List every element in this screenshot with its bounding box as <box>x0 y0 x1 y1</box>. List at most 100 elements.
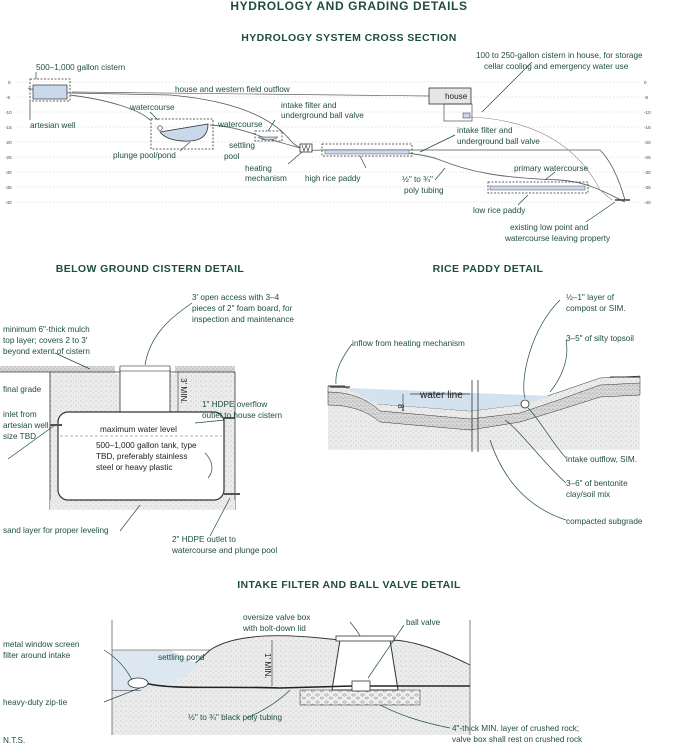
axis-tick-label: -20 <box>644 140 651 145</box>
house-cistern-label: cellar cooling and emergency water use <box>484 62 629 71</box>
rice-paddy-detail-title: RICE PADDY DETAIL <box>433 263 544 275</box>
house-label: house <box>445 92 468 101</box>
leader-line <box>287 151 303 165</box>
house-cellar <box>443 103 473 122</box>
heating-mechanism <box>299 143 313 153</box>
high-rice-paddy-box <box>321 143 413 157</box>
axis-tick-label: -5 <box>644 95 649 100</box>
axis-tick-label: -25 <box>5 155 12 160</box>
leader-line <box>367 624 405 679</box>
rice-paddy-detail: RICE PADDY DETAIL 8" water line inflow f… <box>327 263 643 526</box>
axis-tick-label: -15 <box>5 125 12 130</box>
leader-line <box>379 704 451 729</box>
access-label: 3' open access with 3–4 <box>192 293 280 302</box>
axis-tick-label: -5 <box>6 95 11 100</box>
outflow-label: intake outflow, SIM. <box>566 455 637 464</box>
leader-line <box>267 119 276 132</box>
dimension-label: 8" <box>396 404 405 412</box>
cross-section: HYDROLOGY SYSTEM CROSS SECTION 0 -5 -10 … <box>5 32 651 243</box>
leader-line <box>419 134 456 153</box>
final-grade-label: final grade <box>3 385 42 394</box>
watercourse-label: watercourse <box>217 120 263 129</box>
compost-label: ½–1" layer of <box>566 293 615 302</box>
poly-tubing <box>144 682 470 689</box>
inlet-label: artesian well, <box>3 421 51 430</box>
primary-watercourse-label: primary watercourse <box>514 164 589 173</box>
leader-line <box>481 61 533 113</box>
heating-mechanism-label: mechanism <box>245 174 287 183</box>
dimension-label: 3' MIN. <box>179 378 188 404</box>
subgrade-label: compacted subgrade <box>566 517 643 526</box>
dimension-label: 1' MIN. <box>263 653 272 679</box>
sand-layer <box>50 500 235 510</box>
axis-tick-label: -25 <box>644 155 651 160</box>
leader-line <box>246 689 291 719</box>
artesian-well-label: artesian well <box>30 121 76 130</box>
leader-line <box>517 194 529 206</box>
leader-line <box>489 439 567 521</box>
cistern-detail: BELOW GROUND CISTERN DETAIL 3' MIN. 3' o… <box>0 263 294 555</box>
intake-filter-label: intake filter and <box>281 101 337 110</box>
heating-mechanism-label: heating <box>245 164 272 173</box>
leader-line <box>544 171 556 181</box>
axis-tick-label: -40 <box>644 200 651 205</box>
compost-label: compost or SIM. <box>566 304 626 313</box>
crushed-rock-label: 4"-thick MIN. layer of crushed rock; <box>452 724 579 733</box>
leader-line <box>204 452 213 479</box>
watercourse-label: watercourse <box>129 103 175 112</box>
leader-line <box>434 167 446 181</box>
screen-filter <box>127 677 149 689</box>
mulch-label: beyond extent of cistern <box>3 347 90 356</box>
access-label: pieces of 2" foam board, for <box>192 304 293 313</box>
intake-detail: INTAKE FILTER AND BALL VALVE DETAIL 1' M… <box>3 579 583 744</box>
poly-tubing-label: poly tubing <box>404 186 444 195</box>
cistern <box>29 78 71 102</box>
nts-label: N.T.S. <box>3 736 25 745</box>
mulch-label: minimum 6"-thick mulch <box>3 325 90 334</box>
leader-line <box>144 302 193 366</box>
axis-tick-label: -10 <box>5 110 12 115</box>
crushed-rock-layer <box>299 689 421 706</box>
bentonite-label: 3–6" of bentonite <box>566 479 628 488</box>
leader-line <box>359 155 367 169</box>
axis-tick-label: -40 <box>5 200 12 205</box>
settling-pool-label: settling <box>229 141 255 150</box>
plunge-pool-marker <box>157 125 163 131</box>
axis-tick-label: -10 <box>644 110 651 115</box>
leader-line <box>335 343 353 385</box>
low-rice-paddy-label: low rice paddy <box>473 206 526 215</box>
settling-pool-box <box>254 130 283 142</box>
outlet-label: watercourse and plunge pool <box>171 546 277 555</box>
leader-line <box>54 352 91 370</box>
ball-valve-label: ball valve <box>406 618 441 627</box>
zip-tie-label: heavy-duty zip-tie <box>3 698 68 707</box>
cross-section-title: HYDROLOGY SYSTEM CROSS SECTION <box>241 32 456 44</box>
leader-line <box>119 504 141 532</box>
tank-label: steel or heavy plastic <box>96 463 172 472</box>
cistern-tank <box>57 411 225 501</box>
house-outflow-label: house and western field outflow <box>175 85 290 94</box>
access-opening <box>119 367 171 413</box>
leader-line <box>585 201 616 223</box>
leader-line <box>209 497 231 537</box>
valve-box-label: with bolt-down lid <box>242 624 306 633</box>
low-point-label: existing low point and <box>510 223 589 232</box>
leader-line <box>7 424 56 460</box>
axis-tick-label: -35 <box>644 185 651 190</box>
screen-filter-label: filter around intake <box>3 651 71 660</box>
axis-tick-label: -20 <box>5 140 12 145</box>
valve-box-label: oversize valve box <box>243 613 310 622</box>
mulch-layer <box>0 366 235 372</box>
poly-tubing-label: ½" to ¾" <box>402 175 433 184</box>
axis-tick-label: -30 <box>5 170 12 175</box>
overflow-label: outlet to house cistern <box>202 411 283 420</box>
tank-label: TBD, preferably stainless <box>96 452 187 461</box>
leader-line <box>194 419 226 424</box>
axis-tick-label: -30 <box>644 170 651 175</box>
leader-line <box>149 111 159 121</box>
paddy-water <box>348 388 552 411</box>
leader-line <box>349 621 361 637</box>
house-cistern <box>462 112 471 119</box>
cistern-water <box>32 84 68 100</box>
